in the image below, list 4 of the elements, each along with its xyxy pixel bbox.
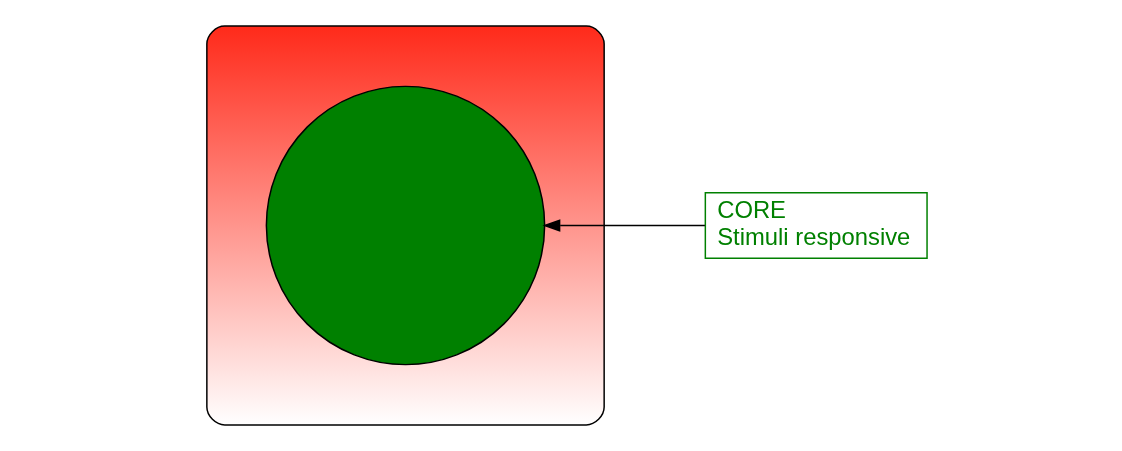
- arrow: [542, 219, 706, 232]
- node-box: CORE Stimuli responsive: [704, 192, 928, 259]
- node-circle: [265, 85, 546, 366]
- cluster: [206, 25, 605, 426]
